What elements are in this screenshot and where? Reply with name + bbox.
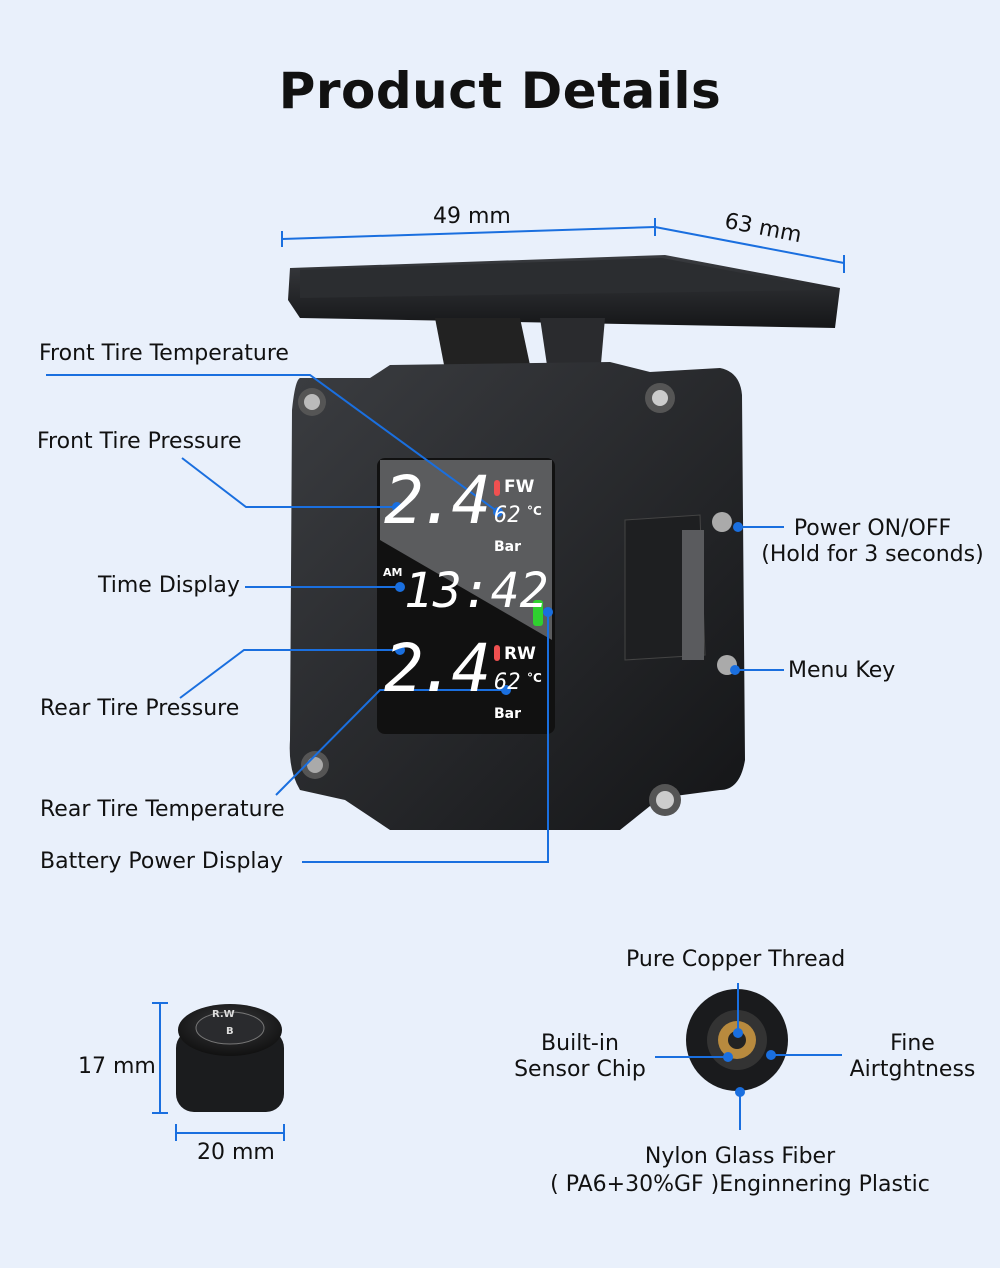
label-copper: Pure Copper Thread (626, 947, 846, 972)
label-front-pressure: Front Tire Pressure (37, 429, 242, 454)
label-airtight: Fine Airtghtness (845, 1031, 980, 1083)
front-label: FW (504, 477, 535, 497)
battery-icon (533, 600, 543, 626)
airtight-line1: Fine (890, 1031, 935, 1056)
front-pressure-value: 2.4 (384, 462, 491, 539)
device-body (289, 362, 745, 830)
nylon-line2: ( PA6+30%GF )Enginnering Plastic (550, 1172, 930, 1197)
rear-indicator-icon (494, 645, 500, 661)
solar-panel (288, 255, 840, 328)
front-temp-value: 62 (494, 503, 521, 528)
front-indicator-icon (494, 480, 500, 496)
chip-line2: Sensor Chip (514, 1057, 646, 1082)
sensor-bottom (686, 989, 788, 1091)
sensor-width: 20 mm (197, 1140, 275, 1165)
label-rear-pressure: Rear Tire Pressure (40, 696, 240, 721)
width-dimension: 49 mm (433, 204, 511, 229)
label-menu-key: Menu Key (788, 658, 896, 683)
time-value: 13:42 (404, 563, 549, 619)
power-line2: (Hold for 3 seconds) (761, 542, 984, 567)
temp-unit: °C (527, 504, 542, 518)
pressure-unit: Bar (494, 539, 522, 555)
label-nylon: Nylon Glass Fiber ( PA6+30%GF )Enginneri… (540, 1143, 940, 1199)
cap-letter: B (226, 1026, 234, 1037)
rear-pressure-value: 2.4 (384, 630, 491, 707)
sensor-height: 17 mm (78, 1054, 156, 1079)
power-line1: Power ON/OFF (793, 516, 952, 541)
label-rear-temp: Rear Tire Temperature (40, 797, 285, 822)
callout-lines (46, 218, 845, 1141)
callout-dots (392, 502, 776, 1097)
chip-line1: Built-in (541, 1031, 619, 1056)
ampm-label: AM (383, 566, 403, 579)
label-front-temp: Front Tire Temperature (39, 341, 289, 366)
pressure-unit: Bar (494, 706, 522, 722)
rear-label: RW (504, 644, 536, 664)
cap-text: R.W (212, 1009, 235, 1020)
label-battery: Battery Power Display (40, 849, 284, 874)
sensor-cap (176, 1004, 284, 1112)
label-time-display: Time Display (98, 573, 240, 598)
temp-unit: °C (527, 671, 542, 685)
page-title: Product Details (278, 62, 722, 120)
rear-temp-value: 62 (494, 670, 521, 695)
nylon-line1: Nylon Glass Fiber (644, 1144, 836, 1169)
label-power: Power ON/OFF (Hold for 3 seconds) (760, 516, 985, 568)
label-chip: Built-in Sensor Chip (505, 1031, 655, 1083)
airtight-line2: Airtghtness (849, 1057, 976, 1082)
